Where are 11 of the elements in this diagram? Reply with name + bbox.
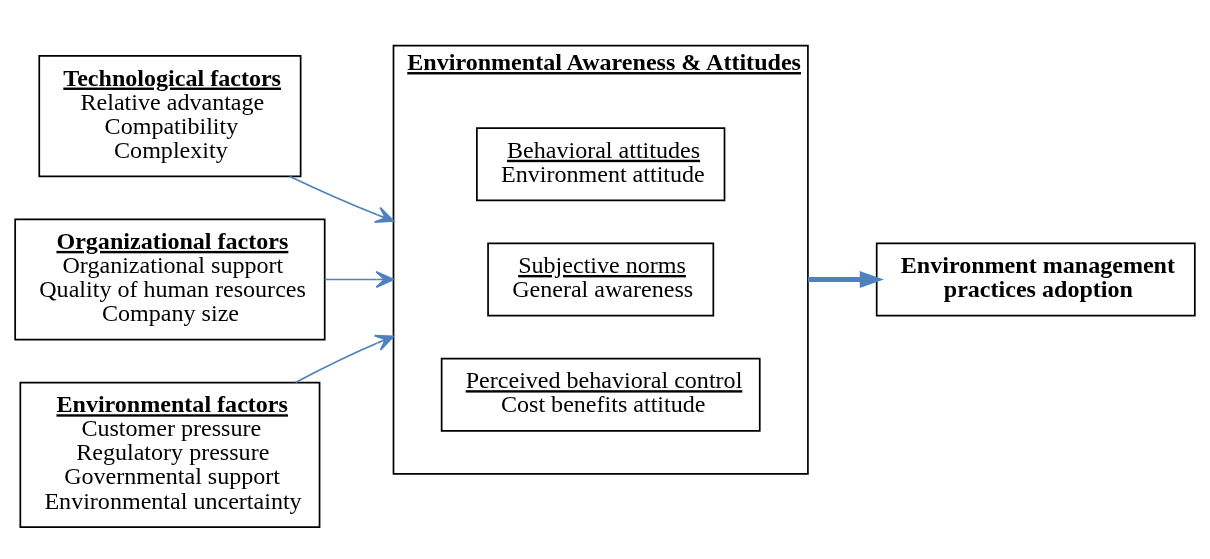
node-box: Organizational factors Organizational support Quality of human resources Company size [14, 218, 326, 341]
node-box: Subjective norms General awareness [487, 242, 715, 317]
node-box: Environment management practices adoption [875, 242, 1196, 317]
node-box: Technological factors Relative advantage Compatibility Complexity [38, 55, 302, 178]
node-box: Environmental factors Customer pressure Regulatory pressure Governmental support Environmental uncertainty [19, 381, 321, 528]
arrow [323, 270, 395, 289]
arrow [807, 271, 884, 288]
node-box: Perceived behavioral control Cost benefits attitude [440, 357, 761, 432]
arrow [288, 175, 395, 223]
arrow [294, 334, 395, 384]
node-box: Behavioral attitudes Environment attitude [476, 127, 726, 202]
